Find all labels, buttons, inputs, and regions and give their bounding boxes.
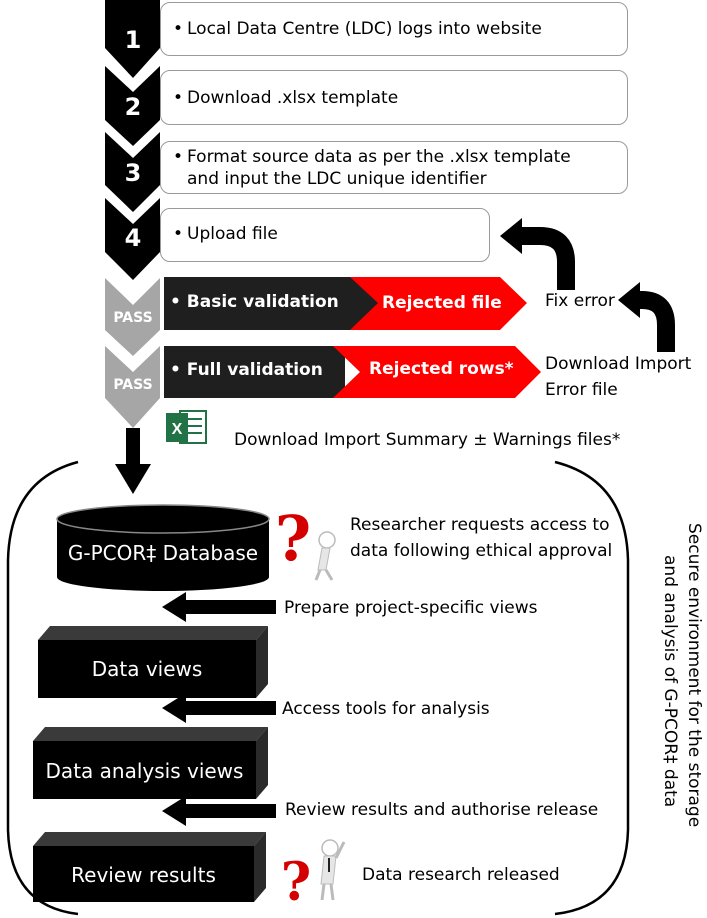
data-views-label: Data views <box>91 657 203 681</box>
database-label: G-PCOR‡ Database <box>67 541 259 565</box>
step-text: Format source data as per the .xlsx temp… <box>187 147 571 189</box>
pass-label: PASS <box>113 310 153 326</box>
data-analysis-views-block <box>33 727 268 799</box>
step-number: 3 <box>124 159 142 187</box>
rejected-rows-label: Rejected rows* <box>369 359 514 379</box>
rejected-file-arrow <box>350 277 527 330</box>
svg-text:X: X <box>172 421 183 438</box>
database-top <box>56 504 270 534</box>
bullet: • <box>173 224 184 244</box>
download-error-arrowhead <box>618 282 640 318</box>
bullet: • <box>173 88 184 108</box>
secure-caption-line-1: Secure environment for the storage <box>684 523 704 828</box>
question-mark-figure-icon: ? <box>275 502 336 581</box>
rejected-rows-arrow <box>333 346 541 398</box>
prepare-views-label: Prepare project-specific views <box>284 598 538 618</box>
chevron-step-1 <box>105 0 160 78</box>
access-tools-arrow <box>162 693 276 723</box>
chevron-step-2 <box>105 66 160 146</box>
step-box-3: • Format source data as per the .xlsx te… <box>160 141 628 194</box>
data-analysis-views-label: Data analysis views <box>45 759 244 783</box>
down-arrow-shaft <box>126 428 140 466</box>
step-number: 2 <box>124 93 142 121</box>
step-text: Local Data Centre (LDC) logs into websit… <box>187 19 542 39</box>
secure-environment-caption: Secure environment for the storage and a… <box>657 523 707 853</box>
step-number: 1 <box>124 26 142 54</box>
review-results-label: Review results <box>71 863 216 887</box>
download-error-return-arrow <box>636 291 675 352</box>
rejected-file-label: Rejected file <box>382 293 502 313</box>
full-validation-label: • Full validation <box>170 360 323 380</box>
down-arrow-head <box>115 464 151 494</box>
researcher-label-1: Researcher requests access to <box>350 515 610 535</box>
excel-icon: X <box>166 410 207 444</box>
bullet: • <box>173 19 184 39</box>
chevron-step-4 <box>105 198 160 280</box>
database-bottom <box>57 563 269 591</box>
data-views-block <box>38 626 268 698</box>
fix-error-return-arrow <box>520 227 575 290</box>
question-mark-figure-icon: ? <box>281 839 346 913</box>
review-release-label: Review results and authorise release <box>285 800 599 820</box>
full-validation-text: Full validation <box>186 360 323 380</box>
fix-error-arrowhead <box>500 218 522 254</box>
chevron-pass-2 <box>105 346 160 428</box>
basic-validation-label: • Basic validation <box>170 292 339 312</box>
step-box-4: • Upload file <box>160 208 490 262</box>
step-number: 4 <box>124 224 142 252</box>
data-released-label: Data research released <box>362 865 560 885</box>
secure-caption-line-2: and analysis of G-PCOR‡ data <box>660 555 680 808</box>
review-results-block <box>33 832 266 902</box>
step-box-1: • Local Data Centre (LDC) logs into webs… <box>160 2 628 56</box>
prepare-arrow <box>162 592 276 622</box>
download-summary-label: Download Import Summary ± Warnings files… <box>234 430 621 450</box>
bracket-right <box>554 460 630 916</box>
basic-validation-bar <box>164 277 378 330</box>
full-validation-bar <box>164 346 345 398</box>
access-tools-label: Access tools for analysis <box>282 699 490 719</box>
svg-text:?: ? <box>281 852 311 913</box>
fix-error-label: Fix error <box>545 291 615 311</box>
chevron-step-3 <box>105 132 160 212</box>
svg-text:?: ? <box>275 502 311 575</box>
review-release-arrow <box>162 796 276 826</box>
basic-validation-text: Basic validation <box>186 292 339 312</box>
researcher-label-2: data following ethical approval <box>350 541 613 561</box>
download-error-label-1: Download Import <box>545 354 692 374</box>
pass-label: PASS <box>113 377 153 393</box>
chevron-pass-1 <box>105 278 160 356</box>
step-text: Download .xlsx template <box>187 88 399 108</box>
step-text: Upload file <box>187 224 278 244</box>
download-error-label-2: Error file <box>545 380 618 400</box>
step-box-2: • Download .xlsx template <box>160 70 628 125</box>
bullet: • <box>173 147 184 167</box>
